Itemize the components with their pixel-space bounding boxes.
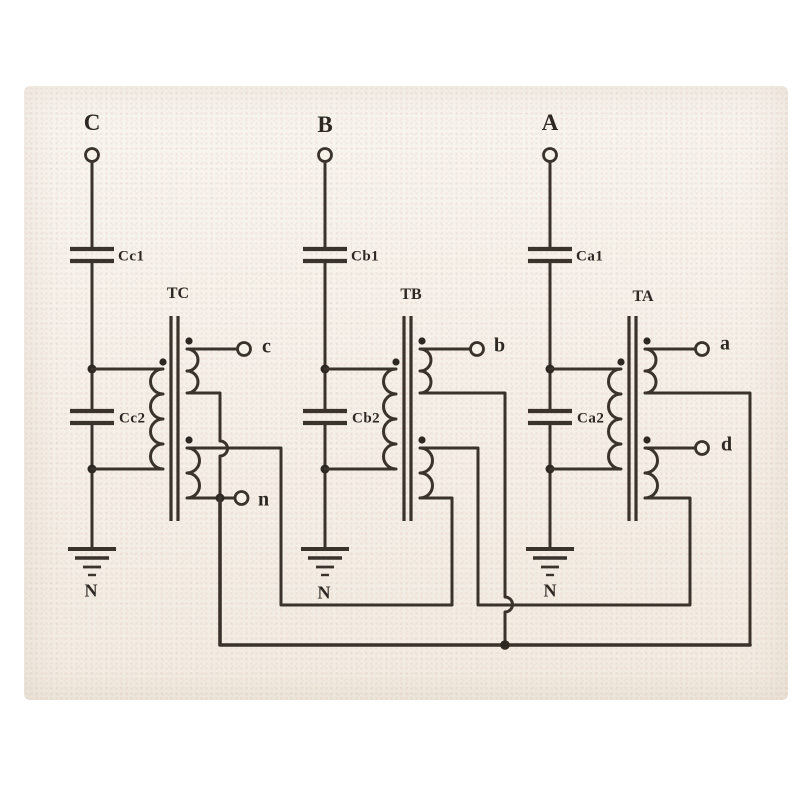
tb-primary-winding xyxy=(323,367,398,471)
terminal-B xyxy=(317,147,333,163)
phase-label-b: B xyxy=(317,112,333,137)
capacitor-Ca1 xyxy=(528,246,572,264)
cap-label-cc2: Cc2 xyxy=(119,410,146,427)
tb-secondary2-winding xyxy=(418,446,692,607)
tb-secondary1-winding xyxy=(418,347,514,647)
capacitor-Cb2 xyxy=(303,408,347,426)
terminal-d xyxy=(694,440,710,456)
transformer-label-tb: TB xyxy=(400,286,422,303)
terminal-n xyxy=(233,490,250,506)
tb-core xyxy=(402,316,413,521)
neutral-bus xyxy=(218,496,752,650)
transformer-ta xyxy=(548,316,752,647)
transformer-tc xyxy=(90,316,454,607)
ground-symbol-b xyxy=(301,547,349,577)
terminal-A xyxy=(542,147,558,163)
phase-b-column xyxy=(301,147,349,577)
terminal-label-c: c xyxy=(262,335,271,358)
terminal-label-n: n xyxy=(258,488,270,511)
capacitor-Cb1 xyxy=(303,246,347,264)
ground-symbol-c xyxy=(68,547,116,577)
terminal-label-d: d xyxy=(721,433,733,456)
capacitor-Ca2 xyxy=(528,408,572,426)
ground-label-b: N xyxy=(317,582,331,603)
cap-label-cc1: Cc1 xyxy=(118,248,145,265)
terminal-label-a: a xyxy=(720,332,730,355)
phase-c-column xyxy=(68,147,116,577)
ground-label-c: N xyxy=(84,580,98,601)
capacitor-Cc2 xyxy=(70,408,114,426)
ta-secondary2-winding xyxy=(643,446,697,500)
cap-label-cb2: Cb2 xyxy=(352,410,381,427)
ta-core xyxy=(627,316,638,521)
cap-label-ca1: Ca1 xyxy=(576,248,604,265)
ta-secondary1-winding xyxy=(643,347,752,647)
transformer-tb xyxy=(323,316,692,647)
tc-secondary2-winding xyxy=(185,446,454,607)
terminal-a xyxy=(694,341,710,357)
tc-core xyxy=(169,316,180,521)
ground-label-a: N xyxy=(543,580,557,601)
terminal-b xyxy=(469,341,485,357)
terminal-C xyxy=(84,147,100,163)
ta-primary-winding xyxy=(548,367,623,471)
ground-symbol-a xyxy=(526,547,574,577)
phase-label-a: A xyxy=(541,110,559,135)
transformer-label-ta: TA xyxy=(632,288,654,305)
phase-label-c: C xyxy=(83,110,101,135)
capacitor-Cc1 xyxy=(70,246,114,264)
cap-label-cb1: Cb1 xyxy=(351,248,380,265)
terminal-label-b: b xyxy=(494,334,506,357)
tc-primary-winding xyxy=(90,367,165,471)
terminal-c xyxy=(236,341,252,357)
phase-a-column xyxy=(526,147,574,577)
transformer-label-tc: TC xyxy=(166,285,190,302)
cap-label-ca2: Ca2 xyxy=(577,410,605,427)
